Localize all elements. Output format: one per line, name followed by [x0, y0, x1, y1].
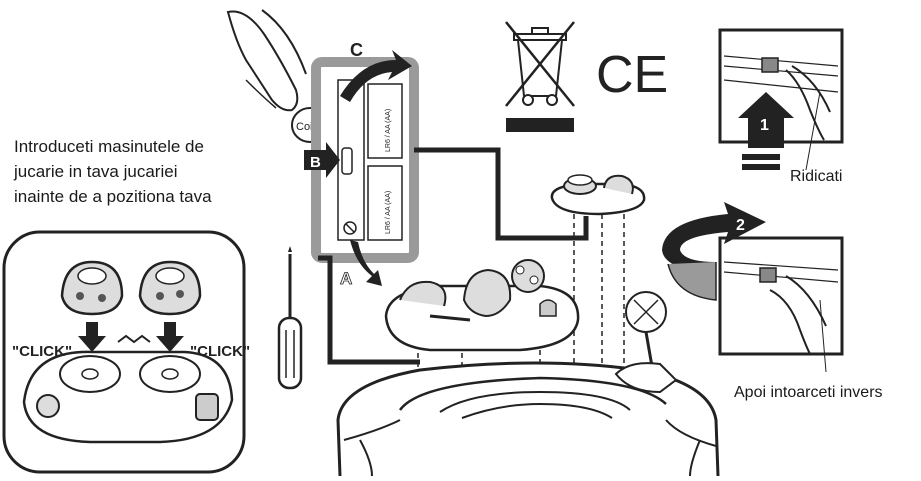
- toy-tray-panel: "CLICK" "CLICK": [2, 230, 250, 474]
- toy-car-left: [60, 260, 124, 316]
- instruction-line-1: Introduceti masinutele de: [14, 137, 204, 156]
- ridicati-label: Ridicati: [790, 168, 842, 185]
- rotate-arrow-c: [340, 50, 412, 102]
- arrow-b: [304, 142, 340, 178]
- label-c: C: [350, 40, 363, 60]
- click-label-left: "CLICK": [12, 343, 72, 360]
- label-b: B: [310, 154, 321, 171]
- instruction-line-3: inainte de a pozitiona tava: [14, 187, 212, 206]
- step1-number: 1: [760, 117, 769, 134]
- battery-label-top: LR6 / AA (AA): [385, 109, 392, 152]
- click-label-right: "CLICK": [190, 343, 250, 360]
- rotate-arrow-icon: [662, 202, 766, 274]
- down-arrow-right: [156, 322, 184, 352]
- toy-car-right: [138, 260, 202, 316]
- step2-number: 2: [736, 217, 745, 234]
- step1-panel: 1: [718, 28, 844, 171]
- apoi-label: Apoi intoarceti invers: [734, 384, 883, 401]
- battery-label-bottom: LR6 / AA (AA): [385, 191, 392, 234]
- product-illustration: [336, 174, 720, 477]
- down-arrow-left: [78, 322, 106, 352]
- connector-lines: [318, 147, 589, 365]
- ce-mark-icon: CE: [596, 46, 668, 104]
- label-a: A: [340, 269, 352, 288]
- screwdriver-icon: [277, 246, 303, 390]
- arrow-a: [350, 240, 382, 286]
- step2-panel: [718, 236, 844, 373]
- battery-compartment: LR6 / AA (AA) LR6 / AA (AA): [311, 57, 419, 263]
- weee-bin-icon: [505, 21, 575, 132]
- instruction-line-2: jucarie in tava jucariei: [14, 162, 178, 181]
- up-arrow-icon: [738, 92, 794, 148]
